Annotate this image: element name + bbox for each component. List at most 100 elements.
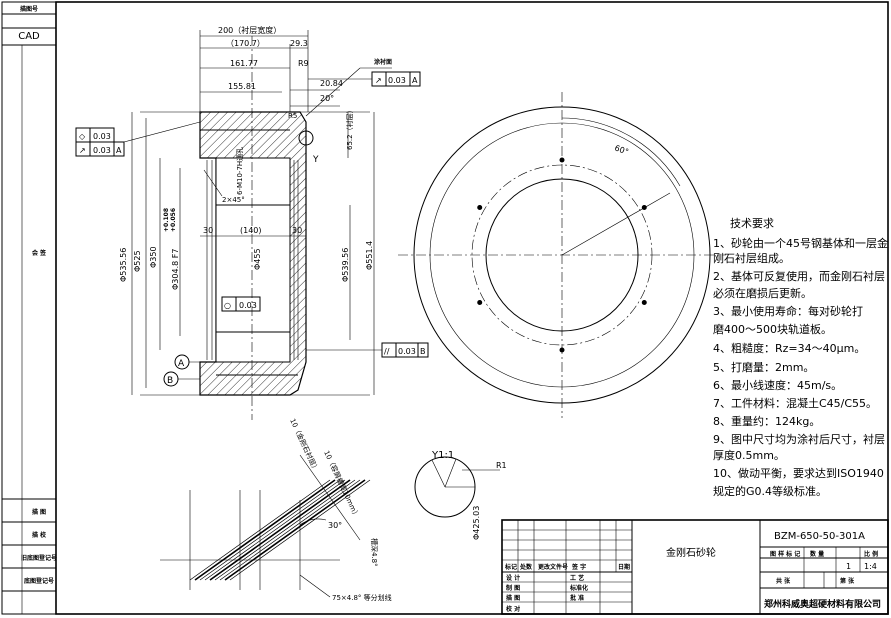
section_view-frame_mid-value: 0.03 [239,301,257,310]
left-strip: 描图号 CAD 会 签 描 图 描 校 旧底图登记号 底图登记号 [1,1,57,615]
groove-line [194,479,336,581]
section-view: 200（衬层宽度） （170.7） 29.3 161.77 R9 155.81 … [75,25,429,420]
technical-requirements: 技术要求 1、砂轮由一个45号钢基体和一层金 刚石衬层组成。 2、基体可反复使用… [713,217,888,498]
title-block: 金刚石砂轮 BZM-650-50-301A 图 样 标 记 数 量 比 例 1 … [501,519,889,615]
groove_detail-labels-4: 75×4.8° 等分划线 [332,593,392,602]
title_block-rev_headers-2: 更改文件号 [538,563,568,571]
section_view-dims_inner-0: 30 [203,226,213,235]
tech_req-lines-3: 必须在磨损后更新。 [713,286,812,300]
section_view-frame_left_2-datum: A [116,146,122,155]
title_block-rev_headers-1: 处数 [519,563,533,571]
bolt-hole [559,347,565,353]
tech_req-lines-5: 磨400～500块轨道板。 [713,322,832,336]
section_view-diam_left-2: Φ350 [149,246,158,268]
section_view-frame_right-symbol: // [384,347,390,356]
title_block-sheets-0: 共 张 [776,577,791,585]
tolerance-frame-left: ◇ 0.03 ↗ 0.03 A [75,121,201,157]
chamfer-note: 2×45° [222,196,245,204]
title_block-header_cols-0: 图 样 标 记 [770,550,800,558]
groove-line [214,479,356,581]
section_view-dims_top-0: 200（衬层宽度） [218,25,281,35]
tech_req-lines-8: 6、最小线速度：45m/s。 [713,378,842,392]
strip-row-4: 底图登记号 [24,577,54,585]
bolt-holes [477,157,647,353]
groove_detail-labels-0: 10（金刚石衬层） [288,417,321,473]
detail-radius: R1 [496,461,507,470]
detail-y-title: Y1:1 [431,450,454,461]
front-view: 60° [398,92,726,418]
cad-label: CAD [18,31,40,42]
section_view-diam_left-1: Φ525 [133,250,142,272]
tech_req-lines-7: 5、打磨量：2mm。 [713,360,814,374]
tech_req-lines-2: 2、基体可反复使用，而金刚石衬层 [713,269,885,283]
section_view-frame_right-value: 0.03 [398,347,416,356]
tolerance-frame-right: // 0.03 B [306,342,429,358]
bolt-hole [477,205,483,210]
datum-b: B [167,376,173,386]
tech_req-lines-1: 刚石衬层组成。 [713,251,790,265]
section_view-diam_right-0: Φ539.56 [341,248,350,282]
section_view-diam_left-0: Φ535.56 [119,248,128,282]
y-marker: Y [312,155,319,165]
company-name: 郑州科威奥超硬材料有限公司 [764,598,881,610]
title_block-sign_rows-1: 制 图 [506,584,520,592]
section_view-frame_left_2-value: 0.03 [93,146,111,155]
bolt-hole [559,157,565,163]
groove-line [224,479,366,581]
tolerance-frame-top-right: ↗ 0.03 A [308,71,421,87]
strip-row-3: 旧底图登记号 [21,554,57,562]
tech_req-lines-6: 4、粗糙度：Rz=34～40μm。 [713,341,865,355]
datum-a: A [178,359,185,369]
section_view-frame_top_right-value: 0.03 [388,76,406,85]
bolt-hole [641,300,647,305]
section_view-diam_center: Φ455 [253,248,262,270]
tech_req-lines-0: 1、砂轮由一个45号钢基体和一层金 [713,236,888,250]
tech_req-lines-11: 9、图中尺寸均为涂衬后尺寸，衬层 [713,432,885,446]
coating-surface-label: 涂衬面 [374,58,392,66]
drawing-number-label: 描图号 [20,5,38,13]
section_view-frame_top_right-symbol: ↗ [375,76,382,85]
part-name: 金刚石砂轮 [666,546,716,559]
section_view-dims_inner-2: 30 [292,226,302,235]
tech_req-lines-4: 3、最小使用寿命：每对砂轮打 [713,304,863,318]
section_view-frame_right-datum: B [420,347,426,356]
groove_detail-labels-2: 30° [328,521,342,530]
drawing-number: BZM-650-50-301A [774,531,865,542]
title_block-sign_cols-1: 标准化 [569,584,588,592]
section_view-layer: 65.2（衬层） [345,106,354,150]
strip-row-2: 描 校 [32,531,47,539]
section_view-dims_top-3: 161.77 [230,59,258,68]
title_block-rev_headers-3: 签 字 [571,563,586,571]
section_view-dims_inner-1: (140) [240,226,262,235]
section_view-diam_left-3: Φ304.8 F7 [171,249,180,290]
groove-line [219,479,361,581]
groove-detail: 10（金刚石衬层） 10（容屑槽宽10mm） 30° 槽深4.8° 75×4.8… [160,417,392,602]
tech-req-title: 技术要求 [730,217,774,230]
bolt-hole [477,300,483,305]
groove-line [204,479,346,581]
section_view-dims_top-6: 20.84 [320,79,343,88]
groove-line [199,479,341,581]
title_block-sheets-1: 第 张 [839,577,855,585]
section_view-frame_mid-symbol: ○ [224,301,231,310]
title_block-rev_headers-0: 标记 [504,563,517,571]
hole-note: 6-M10-7H通孔 [235,147,244,195]
section_view-dims_top-8: 20° [320,94,334,103]
strip-row-1: 描 图 [32,508,46,516]
groove-line [209,479,351,581]
title_block-qty: 1 [846,562,851,571]
title_block-header_cols-2: 比 例 [864,550,878,558]
section_view-dims_top-4: R9 [298,59,309,68]
title_block-rev_headers-4: 日期 [618,563,630,571]
section_view-dims_top-5: 155.81 [228,82,256,91]
groove-line [189,479,331,581]
bolt-hole [641,205,647,210]
tech_req-lines-10: 8、重量约：124kg。 [713,414,820,428]
tech_req-lines-14: 规定的G0.4等级标准。 [713,484,827,498]
tolerance-frame-middle: ○ 0.03 [221,296,261,312]
detail-diam: Φ425.03 [472,506,481,540]
section_view-tol-0: +0.108 [163,208,170,232]
section_view-diam_right-1: Φ551.4 [365,241,374,270]
title_block-header_cols-1: 数 量 [810,550,824,558]
